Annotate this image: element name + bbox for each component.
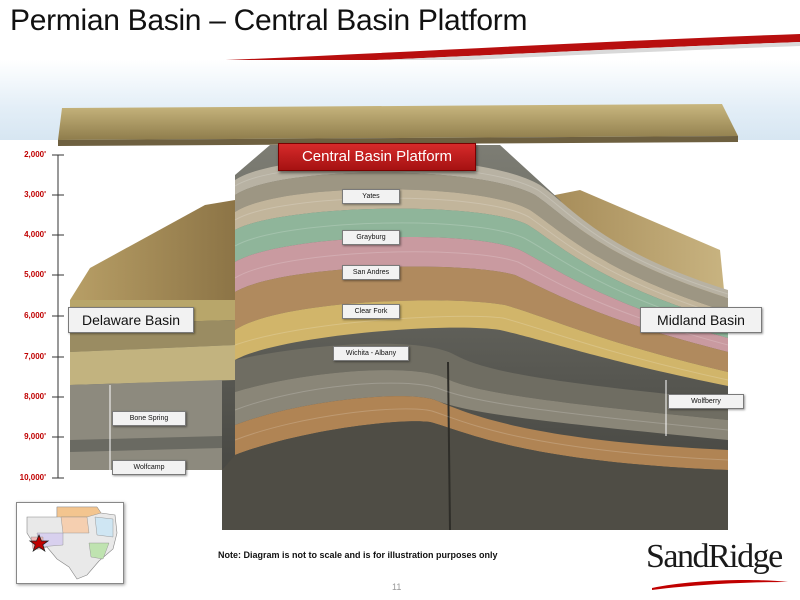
texas-map-icon (26, 506, 118, 580)
location-star-icon (28, 533, 50, 552)
location-map-inset (16, 502, 124, 584)
page-number: 11 (392, 582, 402, 592)
formation-label-yates: Yates (342, 189, 400, 204)
page-title: Permian Basin – Central Basin Platform (10, 4, 528, 37)
logo-swoosh (652, 580, 788, 590)
formation-label-grayburg: Grayburg (342, 230, 400, 245)
formation-label-wichita-albany: Wichita - Albany (333, 346, 409, 361)
central-basin-platform-label: Central Basin Platform (278, 143, 476, 171)
depth-label-2000: 2,000' (24, 150, 46, 159)
depth-label-9000: 9,000' (24, 432, 46, 441)
depth-label-10000: 10,000' (19, 473, 46, 482)
sandridge-logo: SandRidge (646, 538, 783, 575)
depth-label-3000: 3,000' (24, 190, 46, 199)
disclaimer-note: Note: Diagram is not to scale and is for… (218, 550, 498, 560)
depth-label-7000: 7,000' (24, 352, 46, 361)
depth-label-8000: 8,000' (24, 392, 46, 401)
surface-slab (58, 104, 738, 140)
formation-label-san-andres: San Andres (342, 265, 400, 280)
depth-label-5000: 5,000' (24, 270, 46, 279)
formation-label-wolfcamp: Wolfcamp (112, 460, 186, 475)
delaware-basin-label: Delaware Basin (68, 307, 194, 333)
depth-label-6000: 6,000' (24, 311, 46, 320)
midland-basin-label: Midland Basin (640, 307, 762, 333)
formation-label-wolfberry: Wolfberry (668, 394, 744, 409)
formation-label-bone-spring: Bone Spring (112, 411, 186, 426)
formation-label-clear-fork: Clear Fork (342, 304, 400, 319)
depth-label-4000: 4,000' (24, 230, 46, 239)
